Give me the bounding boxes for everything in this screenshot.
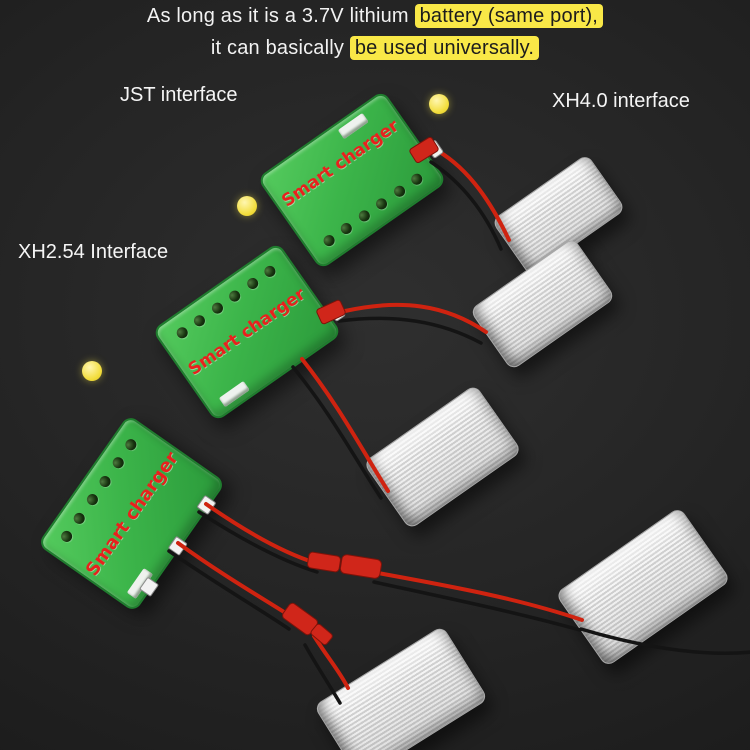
wire-red-bottom-1 (204, 502, 318, 565)
wire-black-bottom-1 (197, 510, 319, 574)
header-line-2-plain: it can basically (210, 37, 350, 59)
wire-black-bottom-right (579, 627, 750, 656)
wire-black-top (429, 160, 503, 251)
jst-coupler-male (339, 554, 382, 579)
label-xh254-interface: XH2.54 Interface (18, 241, 169, 263)
header-line-2: it can basically be used universally. (0, 36, 750, 60)
header-line-1-plain: As long as it is a 3.7V lithium (146, 5, 415, 27)
label-xh40-interface: XH4.0 interface (552, 90, 690, 112)
callout-dot-jst (237, 196, 257, 216)
wire-black-bottom-3 (167, 549, 291, 631)
wire-red-bottom-4 (312, 634, 350, 690)
callout-dot-xh40 (429, 94, 449, 114)
jst-connector-bottom-tip (310, 623, 333, 646)
wire-red-top (436, 149, 511, 242)
wire-red-middle-2 (300, 357, 390, 493)
header-line-2-highlight: be used universally. (349, 36, 540, 60)
wire-red-bottom-3 (176, 541, 297, 621)
header-line-1: As long as it is a 3.7V lithium battery … (0, 4, 750, 28)
wire-red-bottom-2 (376, 571, 584, 622)
wire-black-middle-2 (291, 365, 383, 500)
jst-coupler-female (307, 551, 341, 573)
header-line-1-highlight: battery (same port), (414, 4, 604, 28)
wire-black-middle (337, 316, 483, 345)
wire-black-bottom-2 (372, 580, 582, 632)
jst-connector-middle (316, 299, 346, 325)
callout-dot-xh254 (82, 361, 102, 381)
label-jst-interface: JST interface (120, 84, 238, 106)
wire-black-bottom-4 (303, 643, 342, 705)
jst-connector-top (409, 136, 439, 164)
wire-red-middle (343, 302, 488, 334)
